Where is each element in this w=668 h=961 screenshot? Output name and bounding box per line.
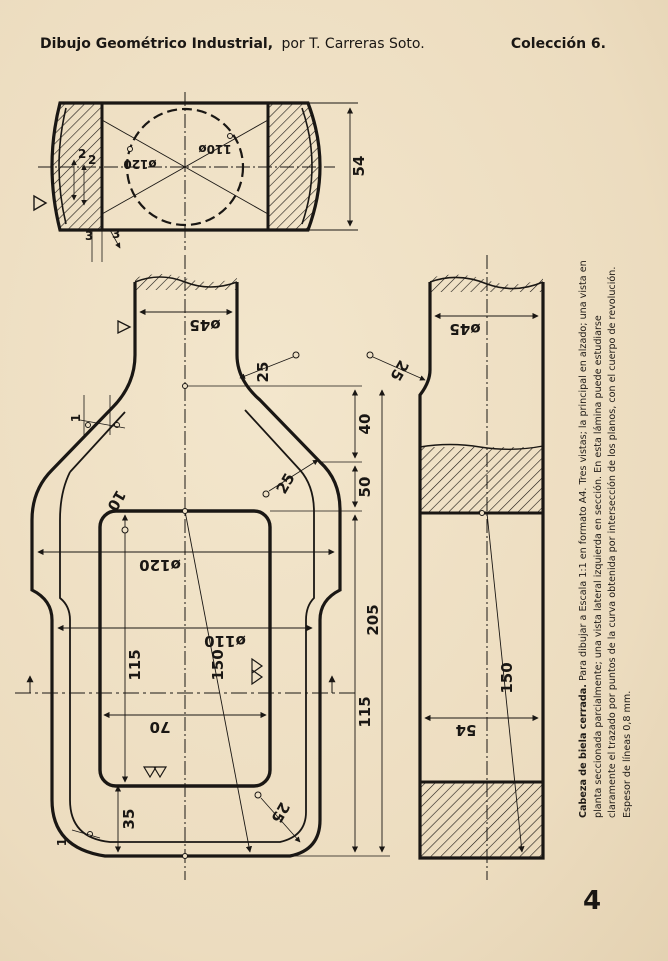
top-view (33, 92, 358, 262)
dim-3b: 3 (112, 227, 120, 241)
dim-35: 35 (120, 809, 138, 830)
header-collection: Colección 6. (510, 36, 606, 52)
dim-70: 70 (150, 718, 171, 736)
dim-45-side: ø45 (449, 320, 480, 338)
header-title: Dibujo Geométrico Industrial, (40, 36, 274, 52)
dim-54-top: 54 (350, 156, 368, 177)
caption-lead: Cabeza de biela cerrada. (578, 684, 589, 818)
dim-25-side: 25 (386, 357, 412, 384)
dim-2b: 2 (88, 153, 96, 167)
side-view (366, 255, 545, 880)
dim-25-bottom: 25 (267, 799, 293, 826)
dim-115-left: 115 (126, 649, 144, 680)
dim-115-right: 115 (356, 696, 374, 727)
dim-150-front: 150 (209, 649, 227, 680)
dim-3a: 3 (85, 229, 93, 243)
dim-25-shoulder: 25 (273, 470, 299, 497)
caption-text: Cabeza de biela cerrada. Para dibujar a … (577, 258, 647, 818)
dim-150-side: 150 (498, 662, 516, 693)
dim-1-front: 1 (69, 414, 83, 422)
front-view (15, 255, 390, 880)
dim-54-side: 54 (456, 721, 477, 739)
dim-25-neck: 25 (254, 362, 272, 383)
dim-1-bottom: 1 (55, 838, 69, 846)
header-author: por T. Carreras Soto. (281, 36, 425, 52)
dim-120-front: ø120 (139, 556, 181, 574)
dim-110-top: 110ø (198, 142, 231, 156)
dim-120-top: ø120 (123, 157, 156, 171)
dim-50: 50 (356, 477, 374, 498)
dim-2a: 2 (78, 147, 86, 161)
dim-45-front: ø45 (189, 316, 220, 334)
dim-40: 40 (356, 414, 374, 435)
dim-205: 205 (364, 604, 382, 635)
page-number: 4 (583, 886, 602, 916)
page-header: Dibujo Geométrico Industrial, por T. Car… (40, 36, 610, 58)
dim-110-front: ø110 (204, 632, 246, 650)
